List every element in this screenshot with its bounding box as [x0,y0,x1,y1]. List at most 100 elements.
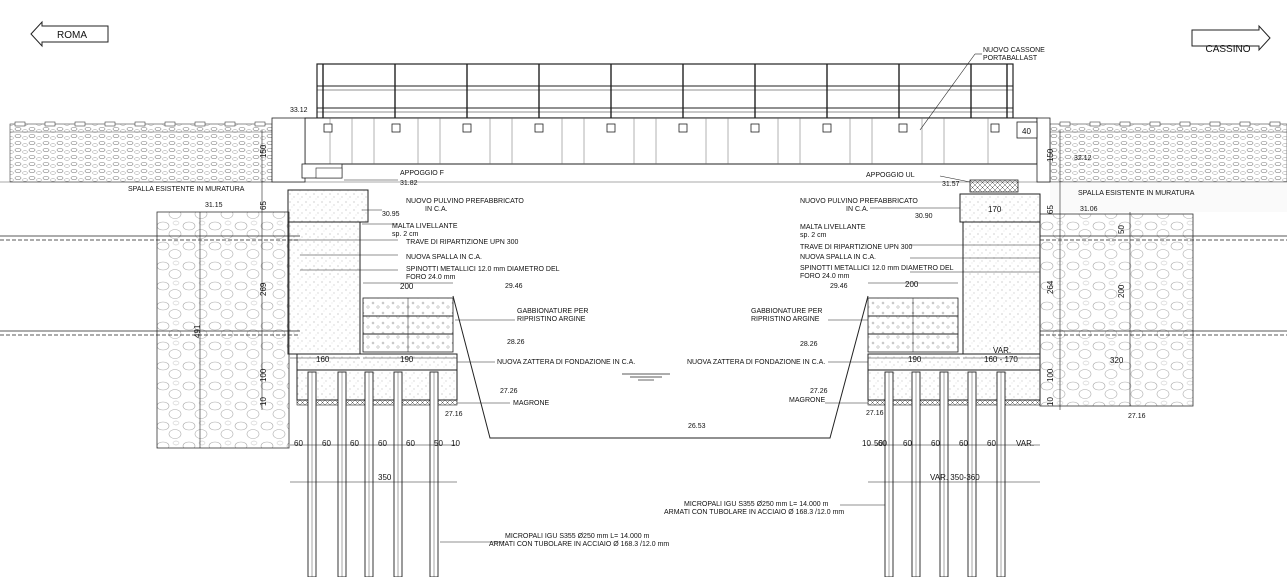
dim-bottom-left-3: 60 [378,439,387,448]
dim-40: 40 [1022,127,1031,136]
label-gabbionature-right-2: RIPRISTINO ARGINE [751,316,820,323]
dim-190-left: 190 [400,355,414,364]
elev-2716-far-right: 27.16 [1128,413,1146,420]
label-zattera-right: NUOVA ZATTERA DI FONDAZIONE IN C.A. [687,359,825,366]
label-micropali-left-1: MICROPALI IGU S355 Ø250 mm L= 14.000 m [505,533,650,540]
elev-2726: 27.26 [500,388,518,395]
elev-2716-right: 27.16 [866,410,884,417]
elev-2826-right: 28.26 [800,341,818,348]
label-spinotti-left-2: FORO 24.0 mm [406,274,456,281]
dim-10-right: 10 [1046,397,1055,406]
gabions-left [362,297,454,353]
label-magrone-right: MAGRONE [789,397,826,404]
elev-3090: 30.90 [915,213,933,220]
gabions-right [867,297,959,353]
label-gabbionature-left-1: GABBIONATURE PER [517,308,588,315]
bearing-ul [969,179,1019,193]
dim-160-170: 160 - 170 [984,355,1018,364]
label-cassone-1: NUOVO CASSONE [983,47,1045,54]
elev-3182: 31.82 [400,180,418,187]
dim-190-right: 190 [908,355,922,364]
dim-100-left: 100 [259,368,268,382]
elev-3312: 33.12 [290,107,308,114]
direction-cassino-label: CASSINO [1205,44,1250,55]
direction-cassino: CASSINO [1191,24,1271,55]
dim-200-right: 200 [905,280,919,289]
dim-var-350-360: VAR. 350-360 [930,473,980,482]
elev-2653: 26.53 [688,423,706,430]
existing-abutment-left [156,211,290,449]
label-nuova-spalla-right: NUOVA SPALLA IN C.A. [800,254,876,261]
label-zattera-left: NUOVA ZATTERA DI FONDAZIONE IN C.A. [497,359,635,366]
label-spalla-esistente-right: SPALLA ESISTENTE IN MURATURA [1078,190,1195,197]
label-magrone-left: MAGRONE [513,400,550,407]
label-appoggio-f: APPOGGIO F [400,170,444,177]
dim-bottom-left-5: 50 [434,439,443,448]
label-trave-left: TRAVE DI RIPARTIZIONE UPN 300 [406,239,519,246]
dim-bottom-left-0: 60 [294,439,303,448]
elev-3157: 31.57 [942,181,960,188]
dim-264: 264 [1046,280,1055,294]
dim-10-left: 10 [259,397,268,406]
dim-var: VAR. [993,346,1011,355]
direction-roma-label: ROMA [57,30,87,41]
label-cassone-2: PORTABALLAST [983,55,1038,62]
elev-2826: 28.26 [507,339,525,346]
dim-bottom-right-7: VAR. [1016,439,1034,448]
label-spinotti-left-1: SPINOTTI METALLICI 12.0 mm DIAMETRO DEL [406,266,560,273]
label-nuova-spalla-left: NUOVA SPALLA IN C.A. [406,254,482,261]
existing-abutment-right [1039,213,1194,407]
dim-bottom-left-1: 60 [322,439,331,448]
label-malta-right-2: sp. 2 cm [800,232,827,239]
dim-bottom-right-4: 60 [931,439,940,448]
magrone-left [296,399,458,406]
dim-200-left: 200 [400,282,414,291]
dim-200-vertical: 200 [1117,284,1126,298]
dim-269: 269 [259,282,268,296]
dim-65-right: 65 [1046,205,1055,214]
label-malta-right-1: MALTA LIVELLANTE [800,224,866,231]
ballast-left [9,123,273,183]
dim-bottom-right-6: 60 [987,439,996,448]
elev-2946: 29.46 [505,283,523,290]
magrone-right [867,399,1041,406]
dim-bottom-right-3: 60 [903,439,912,448]
pulvino-left [287,189,369,223]
elev-3106: 31.06 [1080,206,1098,213]
dim-bottom-right-0: 10 [862,439,871,448]
elev-3212: 32.12 [1074,155,1092,162]
ballast-right [1049,123,1287,183]
label-trave-right: TRAVE DI RIPARTIZIONE UPN 300 [800,244,913,251]
label-spinotti-right-1: SPINOTTI METALLICI 12.0 mm DIAMETRO DEL [800,265,954,272]
dim-170: 170 [988,205,1002,214]
new-abutment-right [962,221,1041,355]
label-pulvino-right-2: IN C.A. [846,206,869,213]
elev-2946-right: 29.46 [830,283,848,290]
elev-2716: 27.16 [445,411,463,418]
label-pulvino-left-1: NUOVO PULVINO PREFABBRICATO [406,198,524,205]
dim-bottom-left-6: 10 [451,439,460,448]
label-spalla-esistente-left: SPALLA ESISTENTE IN MURATURA [128,186,245,193]
label-appoggio-ul: APPOGGIO UL [866,172,915,179]
pulvino-right [959,193,1041,223]
dim-65-left: 65 [259,201,268,210]
elev-2726-right: 27.26 [810,388,828,395]
dim-150-left: 150 [259,144,268,158]
micropiles-left [307,371,439,577]
label-micropali-right-1: MICROPALI IGU S355 Ø250 mm L= 14.000 m [684,501,829,508]
dim-150-right: 150 [1046,148,1055,162]
dim-320: 320 [1110,356,1124,365]
dim-bottom-right-5: 60 [959,439,968,448]
raft-right [867,369,1041,401]
dim-160: 160 [316,355,330,364]
label-spinotti-right-2: FORO 24.0 mm [800,273,850,280]
dim-350: 350 [378,473,392,482]
label-gabbionature-left-2: RIPRISTINO ARGINE [517,316,586,323]
elev-3115: 31.15 [205,202,223,209]
dim-bottom-right-1: 50 [874,439,883,448]
elev-3095: 30.95 [382,211,400,218]
dim-50: 50 [1117,225,1126,234]
dim-491: 491 [193,324,202,338]
direction-roma: ROMA [30,20,109,48]
